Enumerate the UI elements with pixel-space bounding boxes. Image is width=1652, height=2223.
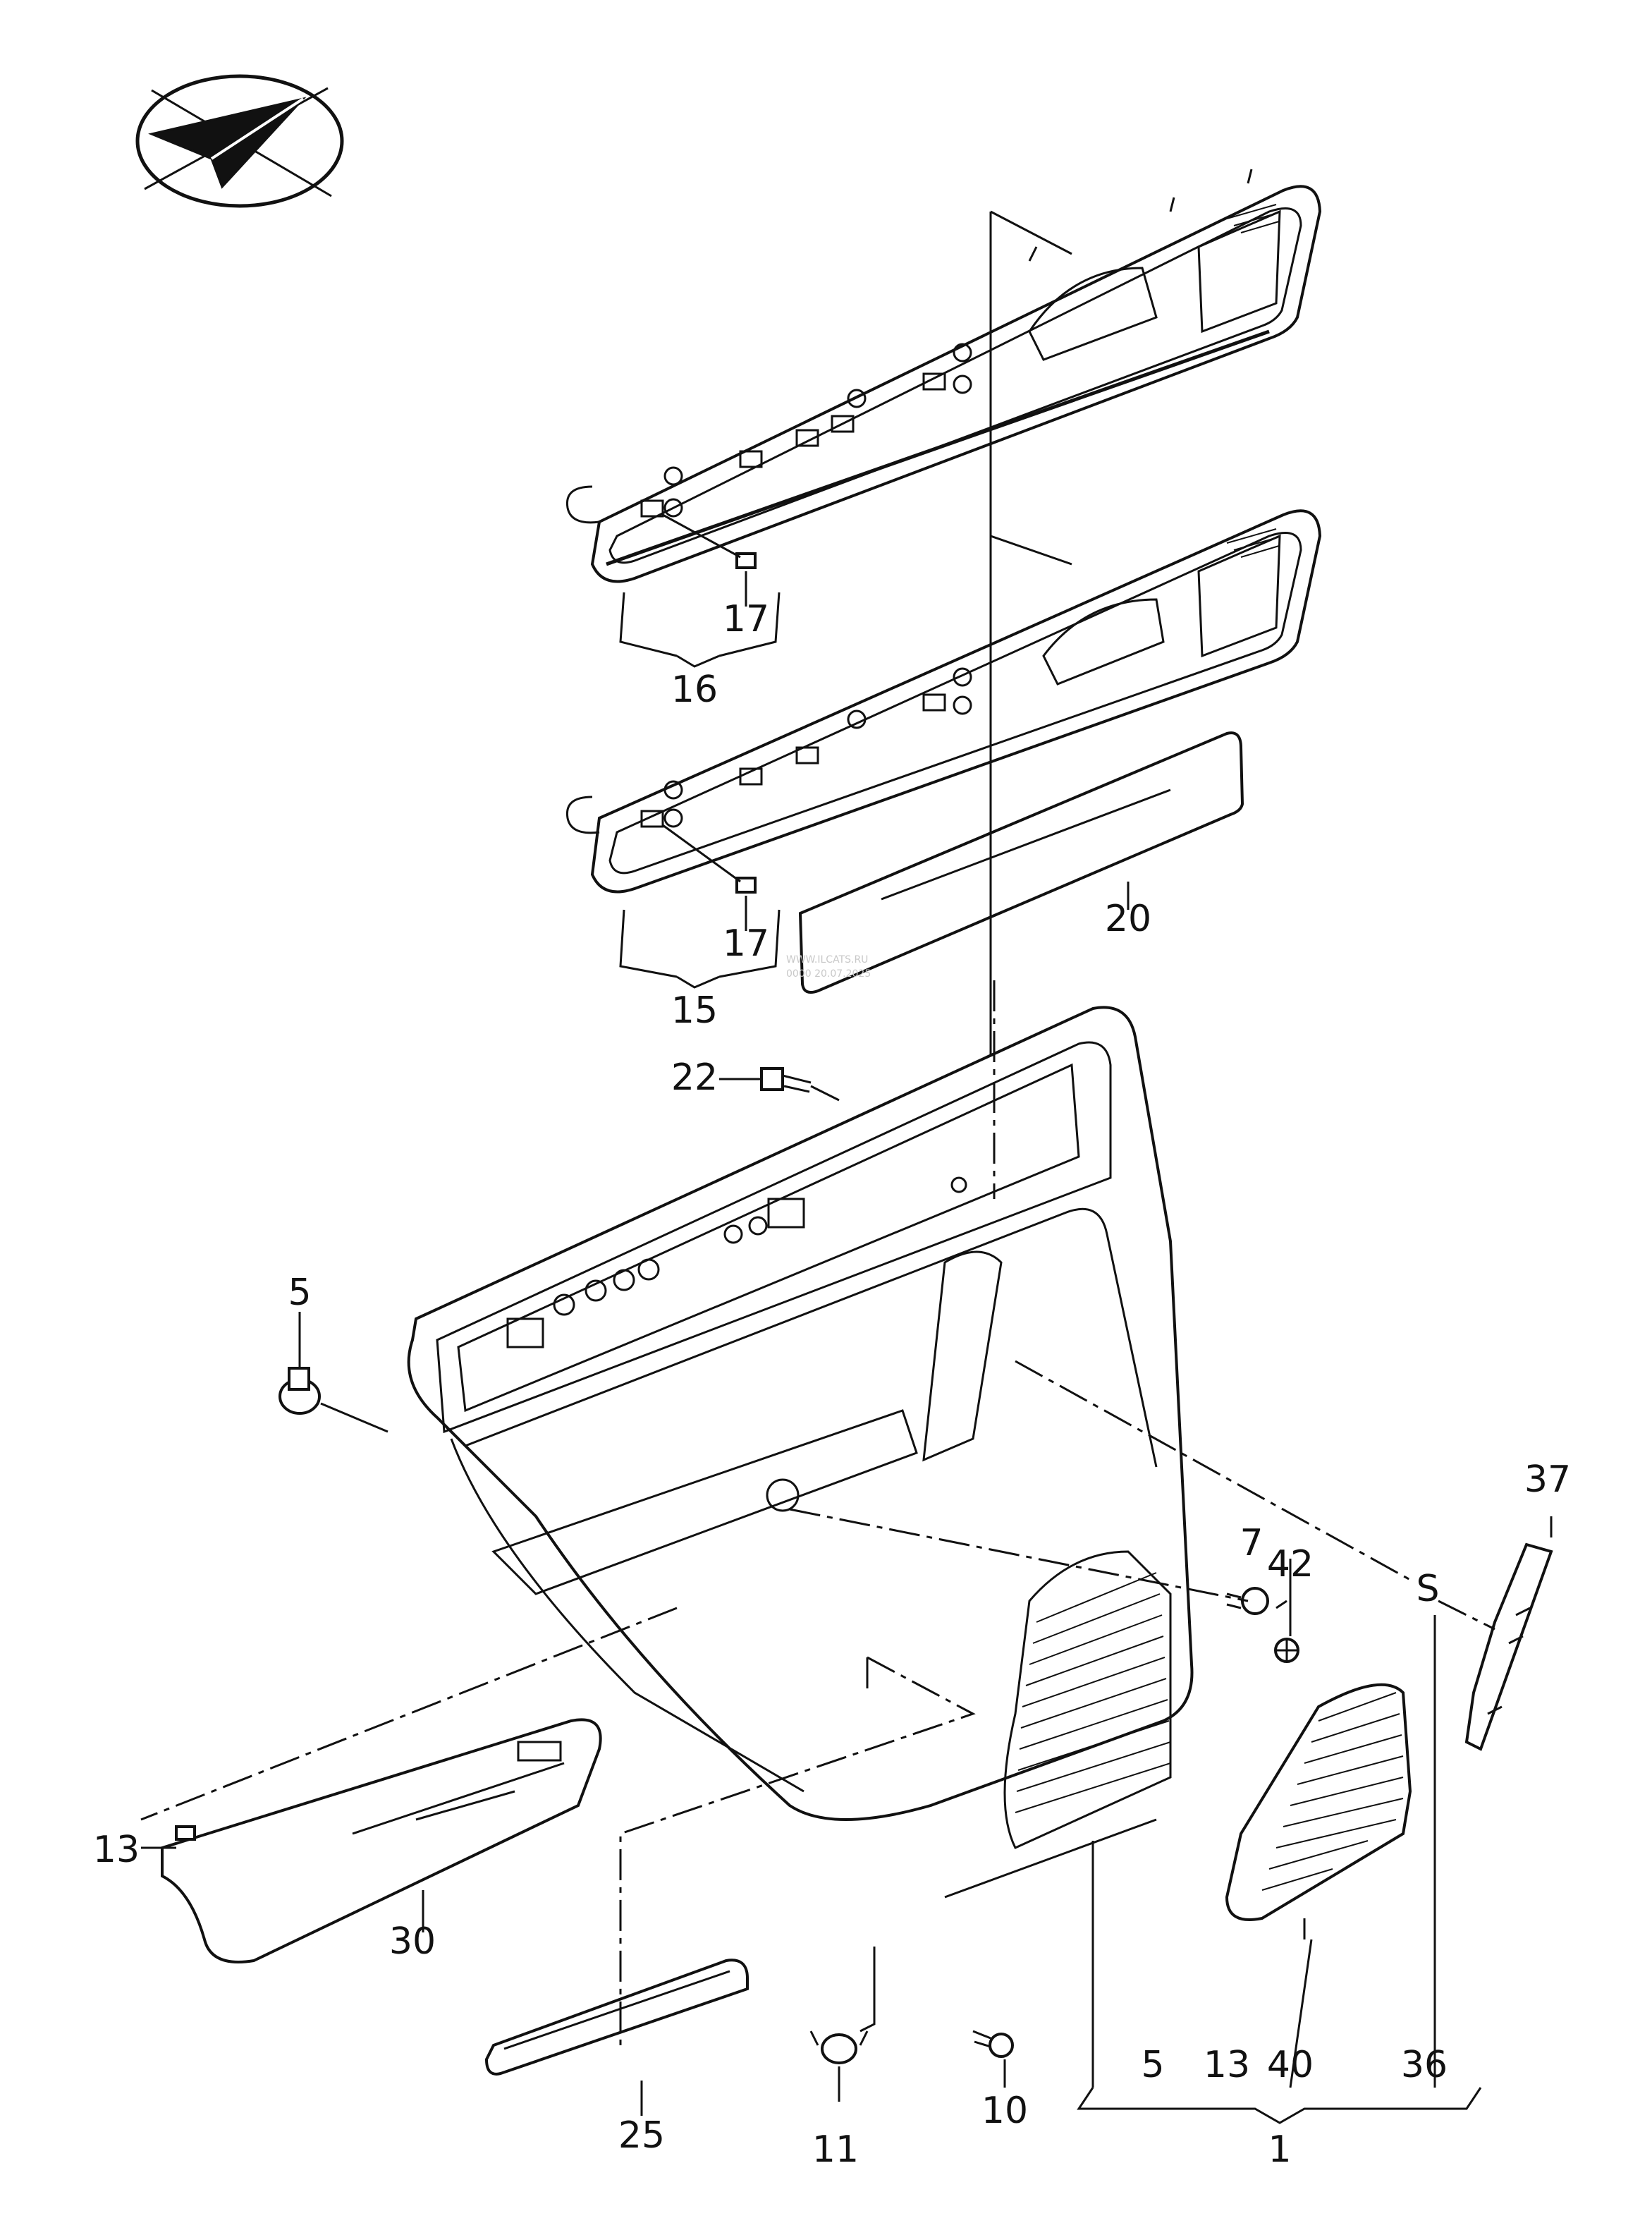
- part-7-screw-icon: [1226, 1587, 1269, 1615]
- callout-13-clip: 13: [93, 1829, 140, 1871]
- callout-36: 36: [1401, 2044, 1448, 2086]
- watermark-line-1: WWW.ILCATS.RU: [786, 954, 868, 966]
- callout-20: 20: [1105, 898, 1151, 940]
- callout-17-lower: 17: [723, 922, 769, 965]
- part-16-trim-insert: [565, 169, 1322, 583]
- callout-10: 10: [981, 2090, 1028, 2132]
- callout-42: 42: [1267, 1543, 1314, 1585]
- part-25-trim-frame: [484, 1959, 749, 2076]
- callout-11: 11: [812, 2128, 859, 2171]
- callout-40: 40: [1267, 2044, 1314, 2086]
- assembly-guide-ticks: [990, 210, 1072, 566]
- callout-s: S: [1416, 1568, 1439, 1610]
- part-13-clip-icon: [175, 1825, 196, 1841]
- watermark-line-2: 0000 20.07.2025: [786, 968, 871, 980]
- part-30-armrest-trim: [161, 1718, 602, 1963]
- callout-5-clip: 5: [288, 1272, 311, 1314]
- part-5-clip-icon: [279, 1367, 321, 1415]
- part-37-side-trim: [1464, 1542, 1553, 1751]
- part-10-screw-icon: [972, 2030, 1014, 2058]
- part-40-speaker-grille: [1225, 1683, 1412, 1921]
- callout-17-upper: 17: [723, 598, 769, 640]
- part-20-decor-strip: [798, 731, 1244, 994]
- callout-7: 7: [1240, 1522, 1263, 1564]
- callout-16: 16: [671, 669, 718, 711]
- callout-30: 30: [389, 1920, 436, 1963]
- watermark: WWW.ILCATS.RU 0000 20.07.2025: [786, 954, 871, 980]
- bracket-1: [1077, 2087, 1482, 2124]
- callout-1: 1: [1268, 2128, 1291, 2171]
- bracket-15: [619, 909, 781, 989]
- part-1-door-trim-panel: [407, 1006, 1194, 1899]
- bracket-16: [619, 592, 781, 668]
- part-22-screw-icon: [760, 1067, 812, 1093]
- callout-labels: 1 5 5 7 10 11 13 13 15 16 17 17 20 22 25…: [93, 598, 1571, 2171]
- callout-25: 25: [618, 2114, 665, 2157]
- orientation-badge-icon: [135, 74, 344, 208]
- callout-13-bracket: 13: [1204, 2044, 1250, 2086]
- callout-15: 15: [671, 989, 718, 1032]
- leader-lines: [141, 513, 1553, 2116]
- part-42-clip-icon: [1274, 1638, 1299, 1663]
- callout-22: 22: [671, 1056, 718, 1099]
- part-15-trim-insert: [565, 509, 1322, 894]
- part-17-clip-icon: [735, 552, 757, 894]
- part-11-clip-icon: [809, 2030, 869, 2064]
- callout-5-bracket: 5: [1141, 2044, 1164, 2086]
- alignment-lines: [140, 980, 1495, 2045]
- callout-37: 37: [1524, 1458, 1571, 1501]
